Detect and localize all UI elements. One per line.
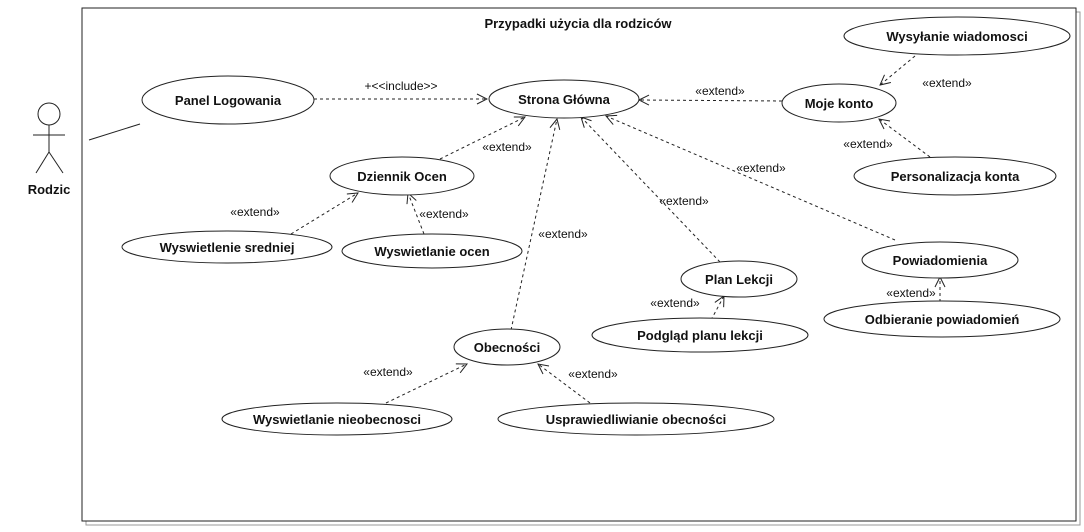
uc-plan-lekcji[interactable]	[680, 260, 798, 298]
actor-left-leg	[35, 151, 50, 174]
actor-right-leg	[48, 151, 64, 174]
extend-personalizacja	[879, 119, 931, 158]
uc-dziennik-ocen[interactable]	[329, 156, 475, 196]
uc-moje-konto[interactable]	[781, 83, 897, 123]
extend-label-usprawiedliwianie: «extend»	[568, 367, 618, 381]
uc-panel-logowania-label: Panel Logowania	[175, 93, 282, 108]
uc-wyswietlanie-ocen[interactable]	[341, 233, 523, 269]
uc-wyswietlanie-nieobecnosci-label: Wyswietlanie nieobecnosci	[253, 412, 421, 427]
uc-usprawiedliwianie-obecnosci[interactable]	[497, 402, 775, 436]
association-line	[88, 123, 141, 141]
extend-label-odbieranie: «extend»	[886, 286, 936, 300]
uc-wyswietlanie-ocen-label: Wyswietlanie ocen	[374, 244, 489, 259]
diagram-title: Przypadki użycia dla rodziców	[484, 16, 672, 31]
extend-label-wysylanie: «extend»	[922, 76, 972, 90]
uc-wyswietlenie-sredniej-label: Wyswietlenie sredniej	[160, 240, 295, 255]
extend-podglad	[710, 296, 724, 321]
uc-powiadomienia-label: Powiadomienia	[893, 253, 988, 268]
extend-label-obecnosci: «extend»	[538, 227, 588, 241]
uc-podglad-planu-lekcji[interactable]	[591, 317, 809, 353]
uc-usprawiedliwianie-obecnosci-label: Usprawiedliwianie obecności	[546, 412, 727, 427]
uc-podglad-planu-lekcji-label: Podgląd planu lekcji	[637, 328, 763, 343]
uc-odbieranie-powiadomien-label: Odbieranie powiadomień	[865, 312, 1020, 327]
extend-label-sredniej: «extend»	[230, 205, 280, 219]
uc-strona-glowna[interactable]	[488, 79, 640, 119]
extend-powiadomienia	[606, 116, 896, 241]
actor-head	[37, 102, 61, 126]
uc-wyswietlenie-sredniej[interactable]	[121, 230, 333, 264]
actor-name: Rodzic	[28, 182, 71, 197]
extend-dziennik	[439, 117, 525, 160]
extend-label-nieobecnosci: «extend»	[363, 365, 413, 379]
uc-obecnosci-label: Obecności	[474, 340, 540, 355]
uc-panel-logowania[interactable]	[141, 75, 315, 125]
extend-label-ocen: «extend»	[419, 207, 469, 221]
uc-plan-lekcji-label: Plan Lekcji	[705, 272, 773, 287]
uc-personalizacja-konta[interactable]	[853, 156, 1057, 196]
extend-usprawiedliwianie	[538, 364, 591, 404]
uc-wysylanie-wiadomosci-label: Wysyłanie wiadomosci	[886, 29, 1027, 44]
include-label: +<<include>>	[364, 79, 437, 93]
uc-personalizacja-konta-label: Personalizacja konta	[891, 169, 1020, 184]
extend-wysylanie	[880, 55, 916, 85]
extend-label-powiadomienia: «extend»	[736, 161, 786, 175]
extend-label-moje-konto: «extend»	[695, 84, 745, 98]
extend-label-plan: «extend»	[659, 194, 709, 208]
uc-moje-konto-label: Moje konto	[805, 96, 874, 111]
uc-strona-glowna-label: Strona Główna	[518, 92, 611, 107]
uc-wysylanie-wiadomosci[interactable]	[843, 16, 1071, 56]
extend-label-podglad: «extend»	[650, 296, 700, 310]
uc-wyswietlanie-nieobecnosci[interactable]	[221, 402, 453, 436]
uc-dziennik-ocen-label: Dziennik Ocen	[357, 169, 447, 184]
uc-odbieranie-powiadomien[interactable]	[823, 300, 1061, 338]
actor-rodzic[interactable]	[33, 102, 65, 174]
extend-sredniej	[290, 193, 358, 235]
uc-obecnosci[interactable]	[453, 328, 561, 366]
extend-label-personalizacja: «extend»	[843, 137, 893, 151]
extend-ocen	[408, 193, 425, 235]
extend-nieobecnosci	[385, 364, 467, 404]
uc-powiadomienia[interactable]	[861, 241, 1019, 279]
extend-label-dziennik: «extend»	[482, 140, 532, 154]
